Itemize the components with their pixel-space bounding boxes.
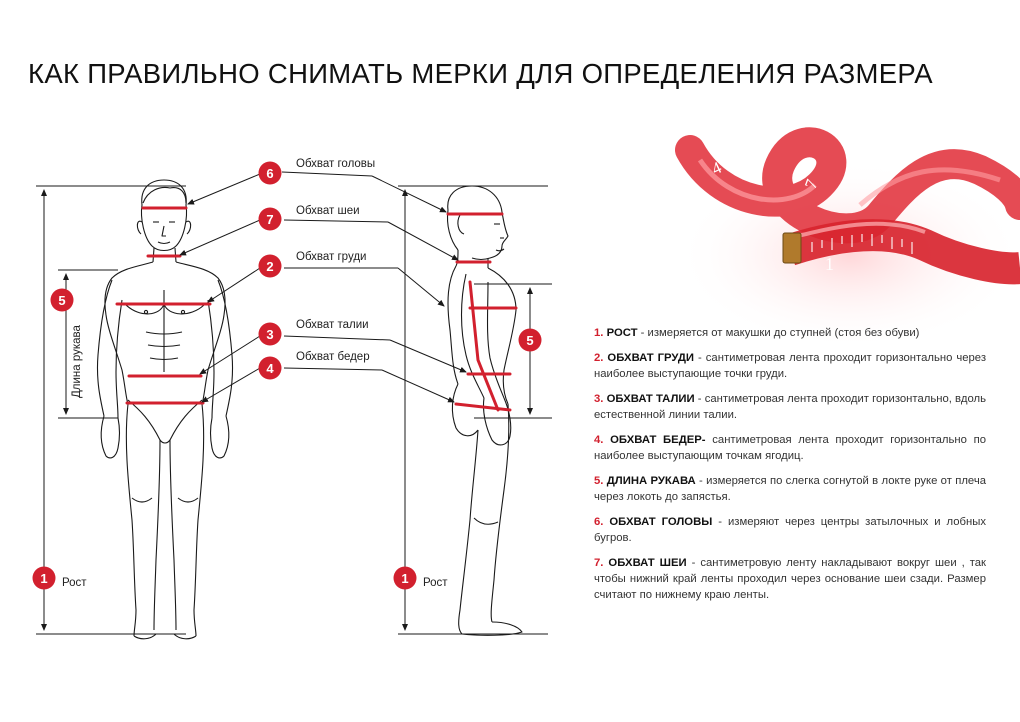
- side-sleeve-line: [468, 280, 500, 412]
- measuring-tape-illustration: 1 4 7: [675, 127, 1020, 350]
- legend-item-chest: 2. ОБХВАТ ГРУДИ - сантиметровая лента пр…: [594, 352, 986, 380]
- legend-item-head: 6. ОБХВАТ ГОЛОВЫ - измеряют через центры…: [594, 516, 987, 544]
- front-body-figure: [96, 179, 234, 640]
- legend-item-height: 1. РОСТ - измеряется от макушки до ступн…: [594, 327, 920, 339]
- side-height-label: Рост: [423, 577, 448, 589]
- front-height-label: Рост: [62, 577, 87, 589]
- svg-text:1: 1: [401, 571, 408, 586]
- side-sleeve-badge: 5: [518, 328, 542, 352]
- legend-item-neck: 7. ОБХВАТ ШЕИ - сантиметровую ленту накл…: [594, 557, 987, 601]
- svg-text:7: 7: [266, 212, 273, 227]
- page-title: КАК ПРАВИЛЬНО СНИМАТЬ МЕРКИ ДЛЯ ОПРЕДЕЛЕ…: [28, 58, 933, 89]
- measurement-bands: [115, 206, 518, 412]
- callout-label-waist: Обхват талии: [296, 319, 369, 331]
- callout-badges: 6 7 2 3 4 5 1 5: [32, 161, 542, 590]
- callout-label-chest: Обхват груди: [296, 251, 367, 263]
- side-height-badge: 1: [393, 566, 417, 590]
- sleeve-length-label: Длина рукава: [71, 325, 83, 398]
- callout-7-badge: 7: [258, 207, 282, 231]
- callout-label-neck: Обхват шеи: [296, 205, 360, 217]
- svg-text:4: 4: [266, 361, 274, 376]
- svg-text:5: 5: [526, 333, 533, 348]
- callout-3-badge: 3: [258, 322, 282, 346]
- legend-item-waist: 3. ОБХВАТ ТАЛИИ - сантиметровая лента пр…: [594, 393, 987, 421]
- callout-4-badge: 4: [258, 356, 282, 380]
- callout-2-badge: 2: [258, 254, 282, 278]
- svg-text:3: 3: [266, 327, 273, 342]
- legend-item-sleeve: 5. ДЛИНА РУКАВА - измеряется по слегка с…: [594, 475, 986, 503]
- front-height-badge: 1: [32, 566, 56, 590]
- side-hip-band: [454, 402, 512, 412]
- callout-leaders: [179, 171, 467, 403]
- measurement-legend: 1. РОСТ - измеряется от макушки до ступн…: [594, 325, 986, 612]
- svg-text:5: 5: [58, 293, 65, 308]
- callout-label-hips: Обхват бедер: [296, 351, 370, 363]
- side-body-figure: [446, 185, 523, 636]
- legend-item-hips: 4. ОБХВАТ БЕДЕР- сантиметровая лента про…: [594, 434, 986, 462]
- side-dimensions: [398, 185, 552, 635]
- callout-label-head: Обхват головы: [296, 158, 376, 170]
- tape-number: 1: [825, 254, 834, 274]
- callout-6-badge: 6: [258, 161, 282, 185]
- svg-text:6: 6: [266, 166, 273, 181]
- front-sleeve-badge: 5: [50, 288, 74, 312]
- svg-text:1: 1: [40, 571, 47, 586]
- front-dimensions: [36, 185, 186, 635]
- svg-text:2: 2: [266, 259, 273, 274]
